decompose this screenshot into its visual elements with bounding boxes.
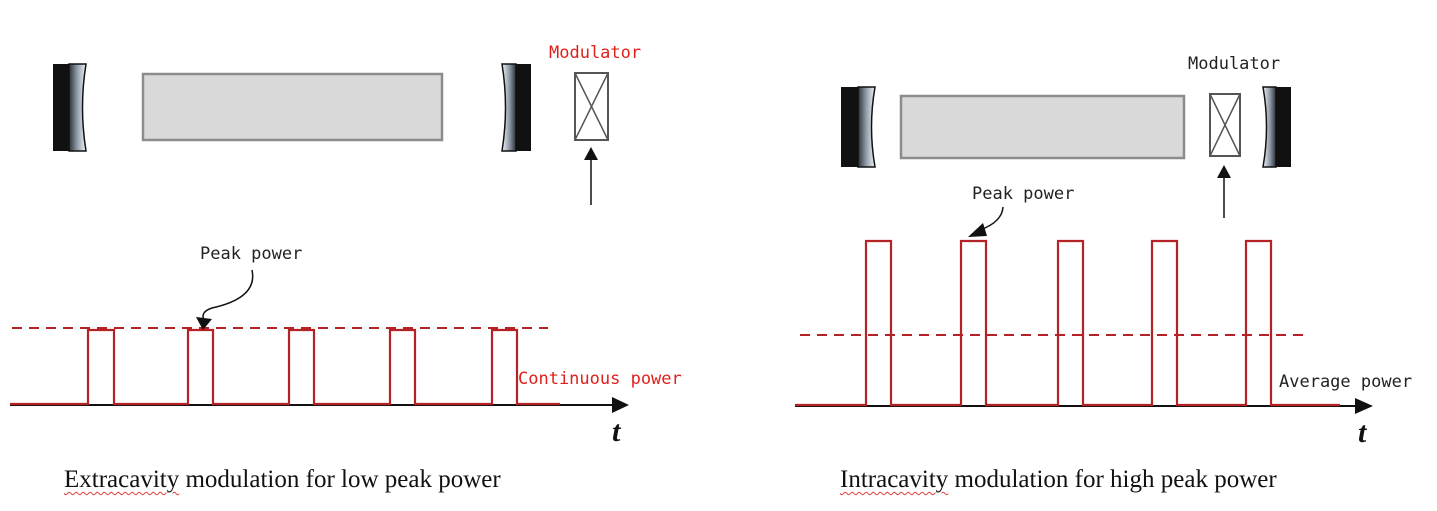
right-gain-medium <box>899 94 1186 160</box>
left-time-axis-label: t <box>612 415 622 448</box>
left-cavity-mirror-output <box>501 63 531 152</box>
left-modulator-drive-arrow <box>584 147 598 205</box>
left-panel: Modulator Peak power Continuous power t <box>10 43 682 448</box>
right-peak-power-label: Peak power <box>972 184 1074 204</box>
left-axis-arrowhead <box>612 397 629 413</box>
left-cavity-mirror-back <box>53 63 87 152</box>
right-axis-arrowhead <box>1355 398 1373 414</box>
right-cavity-mirror-back <box>841 86 876 168</box>
left-continuous-power-label: Continuous power <box>518 369 682 389</box>
right-average-power-label: Average power <box>1279 372 1412 392</box>
right-modulator-box <box>1209 93 1241 157</box>
right-caption-text: modulation for high peak power <box>948 466 1277 493</box>
left-caption-text: modulation for low peak power <box>179 466 501 493</box>
left-modulator-label: Modulator <box>549 43 641 63</box>
right-modulator-label: Modulator <box>1188 54 1280 74</box>
right-peak-pointer-arrow <box>968 206 1004 237</box>
right-caption: Intracavity modulation for high peak pow… <box>840 466 1277 494</box>
left-modulator-box <box>574 72 609 141</box>
right-pulse-train <box>795 239 1340 407</box>
left-caption: Extracavity modulation for low peak powe… <box>64 466 501 494</box>
right-time-axis-label: t <box>1358 416 1368 449</box>
left-peak-pointer-arrow <box>196 269 254 330</box>
right-panel: Modulator Peak power Average power t <box>795 54 1412 449</box>
left-gain-medium <box>141 72 444 142</box>
right-cavity-mirror-output <box>1262 86 1291 168</box>
left-peak-power-label: Peak power <box>200 244 302 264</box>
left-pulse-train <box>10 328 560 406</box>
left-caption-keyword: Extracavity <box>64 466 180 493</box>
right-modulator-drive-arrow <box>1217 165 1231 218</box>
right-caption-keyword: Intracavity <box>840 466 949 493</box>
